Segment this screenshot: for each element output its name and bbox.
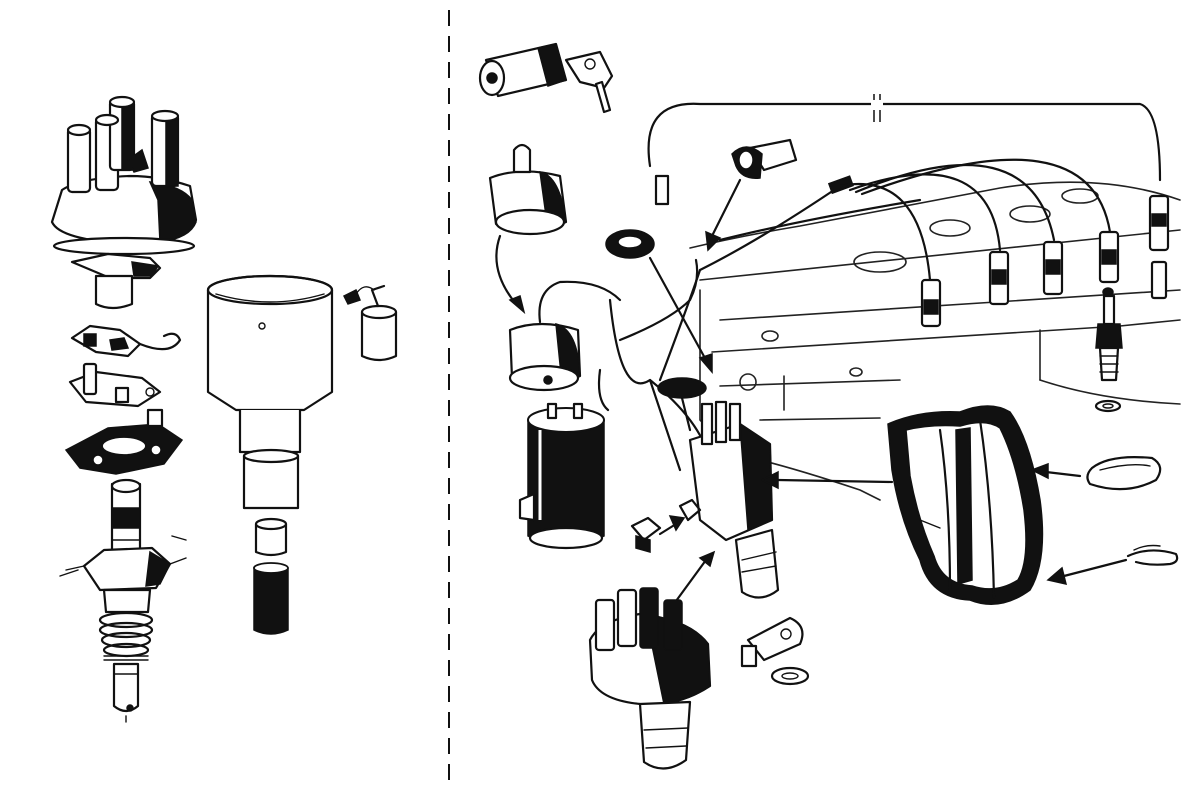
ht-leads xyxy=(647,94,1170,328)
base-plate xyxy=(64,408,184,475)
ignition-switch-with-keys xyxy=(478,42,614,114)
low-tension-connector xyxy=(630,516,662,553)
grommet xyxy=(605,229,655,259)
arrow-splash-shield xyxy=(776,478,894,484)
sealing-washer xyxy=(770,666,810,686)
spark-plug xyxy=(1095,287,1123,382)
arrow-coil-cover xyxy=(495,234,518,306)
rotor-arm xyxy=(70,252,162,310)
arrow-clip xyxy=(710,178,742,238)
breaker-plate xyxy=(68,362,162,408)
retaining-spring-upper xyxy=(1086,456,1162,491)
distributor-cap xyxy=(50,95,198,256)
distributor-body xyxy=(59,535,187,614)
distributor-housing xyxy=(206,274,334,510)
distributor-assembled xyxy=(678,400,780,599)
arrow-spring-lower xyxy=(1062,558,1128,578)
splash-shield xyxy=(887,405,1044,605)
clamp xyxy=(740,616,804,668)
washer xyxy=(1094,399,1122,413)
contact-breaker-points xyxy=(70,324,182,358)
drive-spring xyxy=(98,611,154,658)
right-panel xyxy=(478,42,1181,770)
plug-cap-1 xyxy=(920,278,942,328)
plug-cap-2 xyxy=(988,250,1010,306)
bushing xyxy=(254,517,288,557)
ignition-coil xyxy=(518,402,605,550)
plug-cap-3 xyxy=(1042,240,1064,296)
plug-cap-4 xyxy=(1098,230,1120,284)
retaining-spring-lower xyxy=(1126,544,1179,566)
sleeve xyxy=(253,562,289,635)
wiring-harness xyxy=(597,175,854,472)
arrow-spring-upper xyxy=(1044,470,1082,478)
coil-top-cap xyxy=(508,280,622,392)
coil-cover xyxy=(488,143,568,236)
drive-shaft xyxy=(103,655,149,723)
condenser xyxy=(342,284,398,362)
arrow-spare-distributor xyxy=(666,558,708,614)
spare-distributor xyxy=(588,587,712,770)
clip xyxy=(731,138,798,179)
left-panel xyxy=(50,95,398,723)
